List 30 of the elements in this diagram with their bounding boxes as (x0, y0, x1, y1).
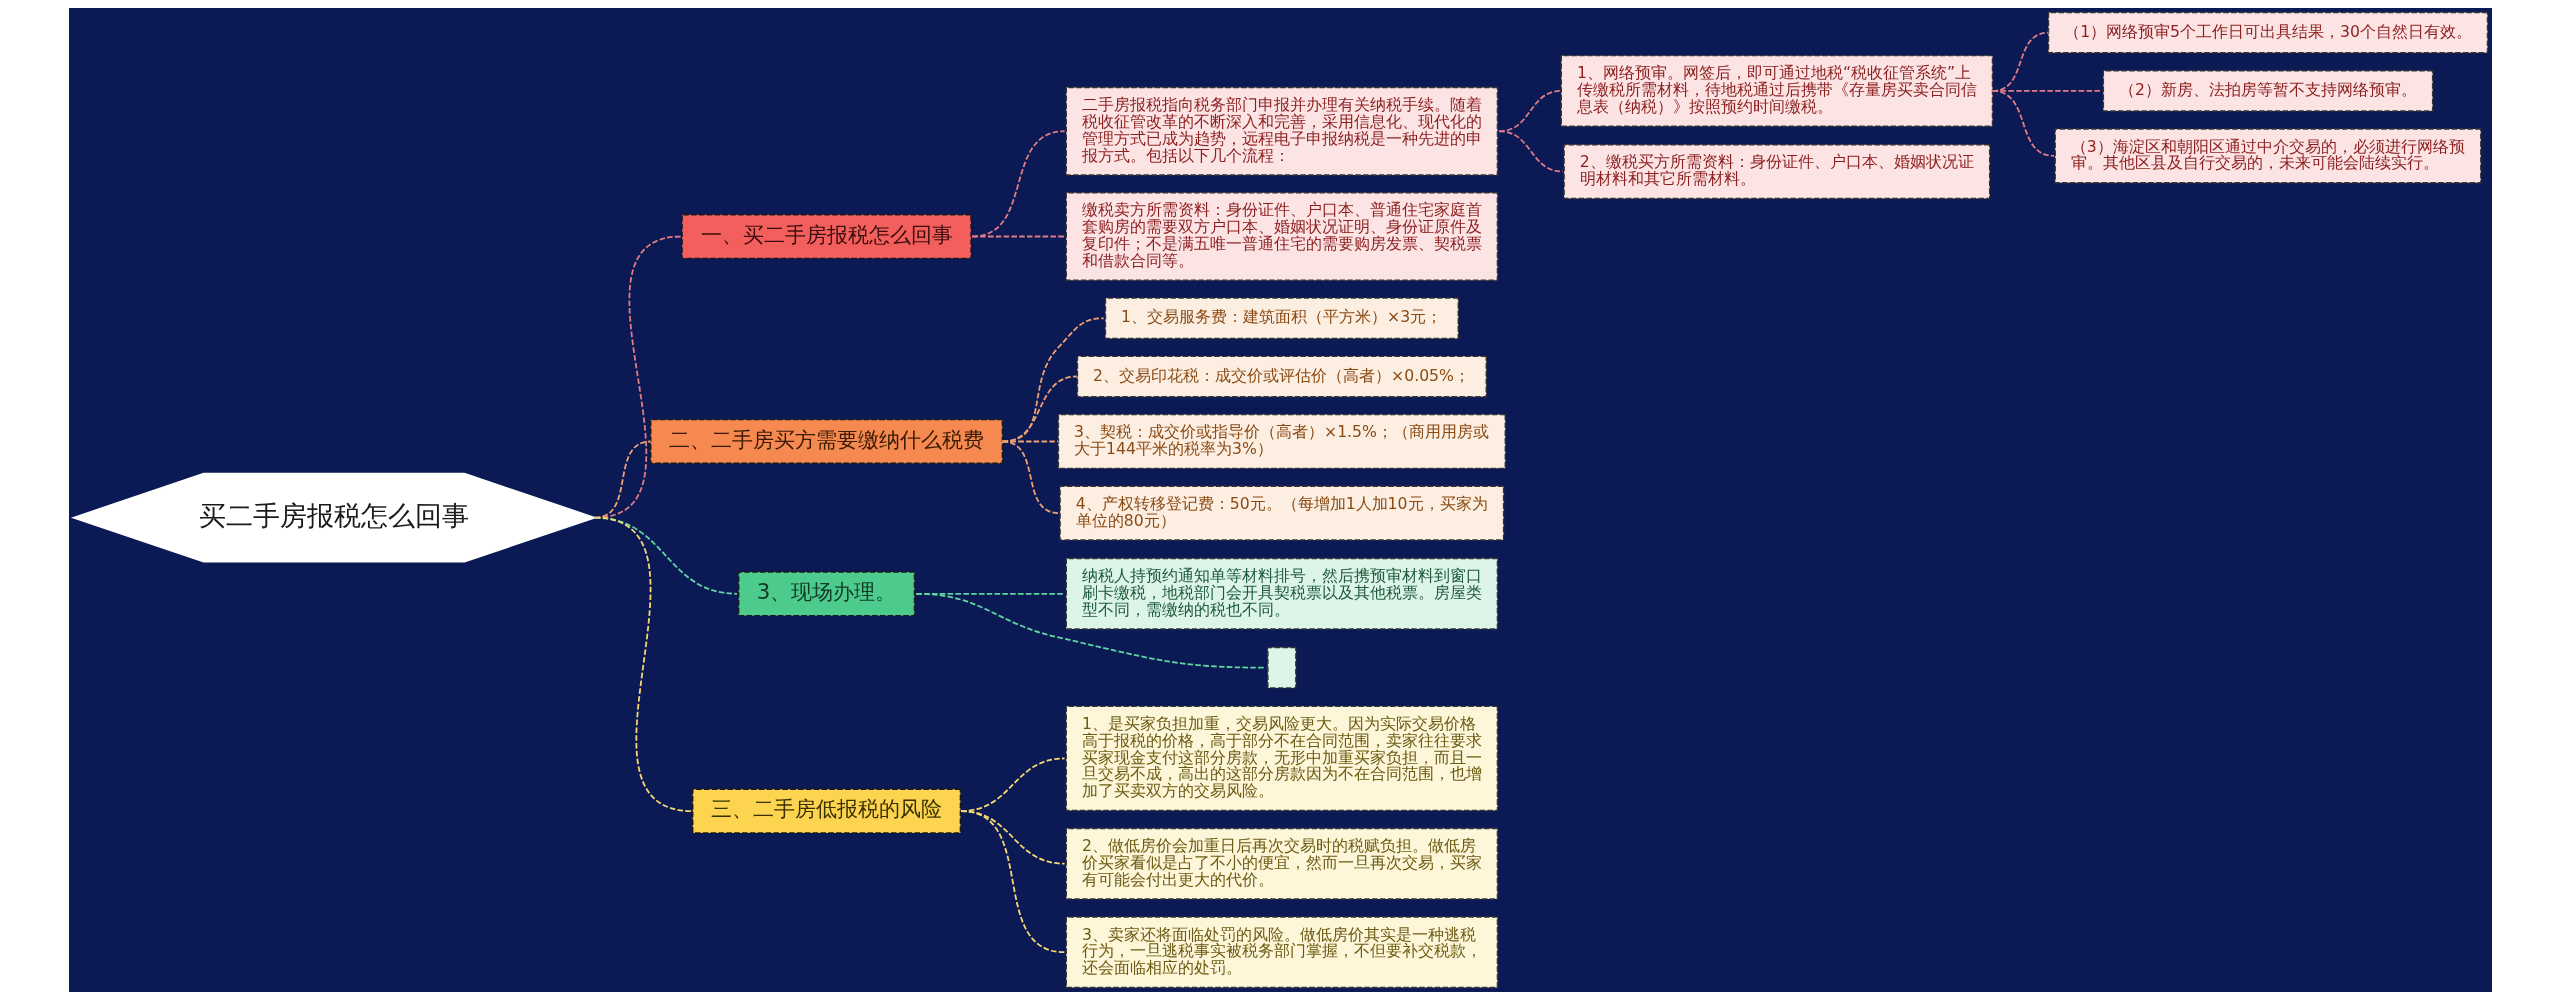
connector (914, 592, 1267, 669)
node-box: 二、二手房买方需要缴纳什么税费 (649, 418, 1003, 465)
node-box: 2、做低房价会加重日后再次交易时的税赋负担。做低房价买家看似是占了不小的便宜，然而一旦再次交易，买家有可能会付出更大的代价。 (1065, 827, 1498, 900)
node-box: 1、网络预审。网签后，即可通过地税“税收征管系统”上传缴税所需材料，待地税通过后携带《存量房买卖合同信息表（纳税）》按照预约时间缴税。 (1560, 54, 1993, 127)
connector (593, 516, 693, 812)
node-box: 3、现场办理。 (737, 571, 915, 617)
node-box: 4、产权转移登记费：50元。（每增加1人加10元，买家为单位的80元） (1058, 485, 1504, 541)
node-box: 1、是买家负担加重，交易风险更大。因为实际交易价格高于报税的价格，高于部分不在合同范围，卖家往往要求买家现金支付这部分房款，无形中加重买家负担，而且一旦交易不成，高出的这部分房款因为不在合同范围，也增加了买卖双方的交易风险。 (1065, 705, 1498, 812)
node-box: 一、买二手房报税怎么回事 (680, 213, 972, 260)
connector (970, 235, 1065, 238)
node-box: 纳税人持预约通知单等材料排号，然后携预审材料到窗口刷卡缴税，地税部门会开具契税票以及其他税票。房屋类型不同，需缴纳的税也不同。 (1065, 557, 1498, 630)
node-box: 3、契税：成交价或指导价（高者）×1.5%；（商用用房或大于144平米的税率为3%） (1057, 413, 1506, 470)
node-box: 1、交易服务费：建筑面积（平方米）×3元； (1104, 297, 1459, 340)
node-box (1266, 646, 1297, 689)
node-box: 二手房报税指向税务部门申报并办理有关纳税手续。随着税收征管改革的不断深入和完善，采用信息化、现代化的管理方式已成为趋势，远程电子申报纳税是一种先进的申报方式。包括以下几个流程： (1065, 86, 1498, 176)
node-box: 2、交易印花税：成交价或评估价（高者）×0.05%； (1076, 355, 1487, 398)
connector (970, 130, 1065, 238)
node-box: （2）新房、法拍房等暂不支持网络预审。 (2102, 70, 2433, 112)
node-box: 3、卖家还将面临处罚的风险。做低房价其实是一种逃税行为，一旦逃税事实被税务部门掌握，不但要补交税款，还会面临相应的处罚。 (1065, 916, 1498, 989)
connector (1001, 440, 1060, 515)
node-box: 三、二手房低报税的风险 (691, 788, 961, 834)
connector (1001, 317, 1105, 443)
connector (1497, 130, 1564, 173)
node-box: 2、缴税买方所需资料：身份证件、户口本、婚姻状况证明材料和其它所需材料。 (1562, 143, 1990, 200)
connector (1991, 90, 2055, 157)
node-box: （3）海淀区和朝阳区通过中介交易的，必须进行网络预审。其他区县及自行交易的，未来可能会陆续实行。 (2053, 128, 2482, 184)
node-box: 缴税卖方所需资料：身份证件、户口本、普通住宅家庭首套购房的需要双方户口本、婚姻状况证明、身份证原件及复印件；不是满五唯一普通住宅的需要购房发票、契税票和借款合同等。 (1065, 192, 1498, 281)
node-box: （1）网络预审5个工作日可出具结果，30个自然日有效。 (2047, 11, 2488, 54)
connector (959, 810, 1065, 954)
connector (1001, 375, 1078, 443)
